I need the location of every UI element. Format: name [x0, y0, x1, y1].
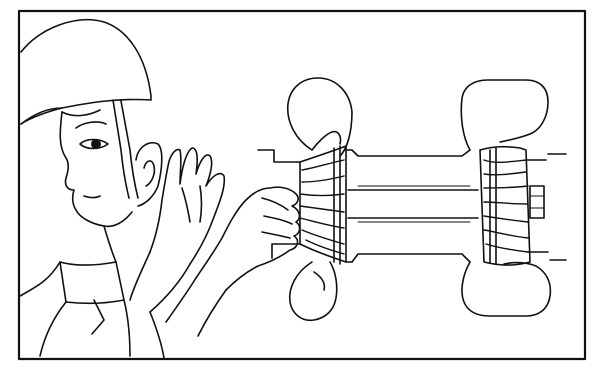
turbine-housing-top — [461, 80, 548, 150]
turbine-housing-bottom — [462, 262, 550, 316]
ear — [136, 143, 162, 206]
left-sleeve — [130, 252, 190, 312]
compressor-wheel — [300, 146, 346, 262]
turbocharger — [258, 78, 566, 320]
compressor-volute-bottom — [290, 262, 337, 320]
shaft-nut — [530, 186, 544, 218]
hair — [62, 110, 100, 116]
compressor-volute-top — [288, 78, 352, 156]
figure-frame — [19, 11, 585, 359]
technician — [20, 20, 300, 358]
bearing-housing — [352, 150, 470, 262]
helmet-shell — [21, 20, 151, 124]
helmet-strap — [113, 100, 129, 198]
mouth — [84, 196, 100, 198]
collar — [60, 262, 124, 303]
right-hand-on-turbine — [196, 187, 300, 290]
pupil — [91, 139, 101, 149]
compressor-blades — [300, 160, 344, 254]
turbine-wheel — [480, 147, 530, 265]
shirt-body — [20, 262, 130, 356]
turbine-outlet — [526, 154, 566, 260]
eyebrow — [76, 122, 106, 128]
shaft — [348, 190, 478, 218]
neck — [104, 226, 116, 262]
face-profile — [60, 112, 132, 226]
compressor-hub — [334, 146, 340, 264]
